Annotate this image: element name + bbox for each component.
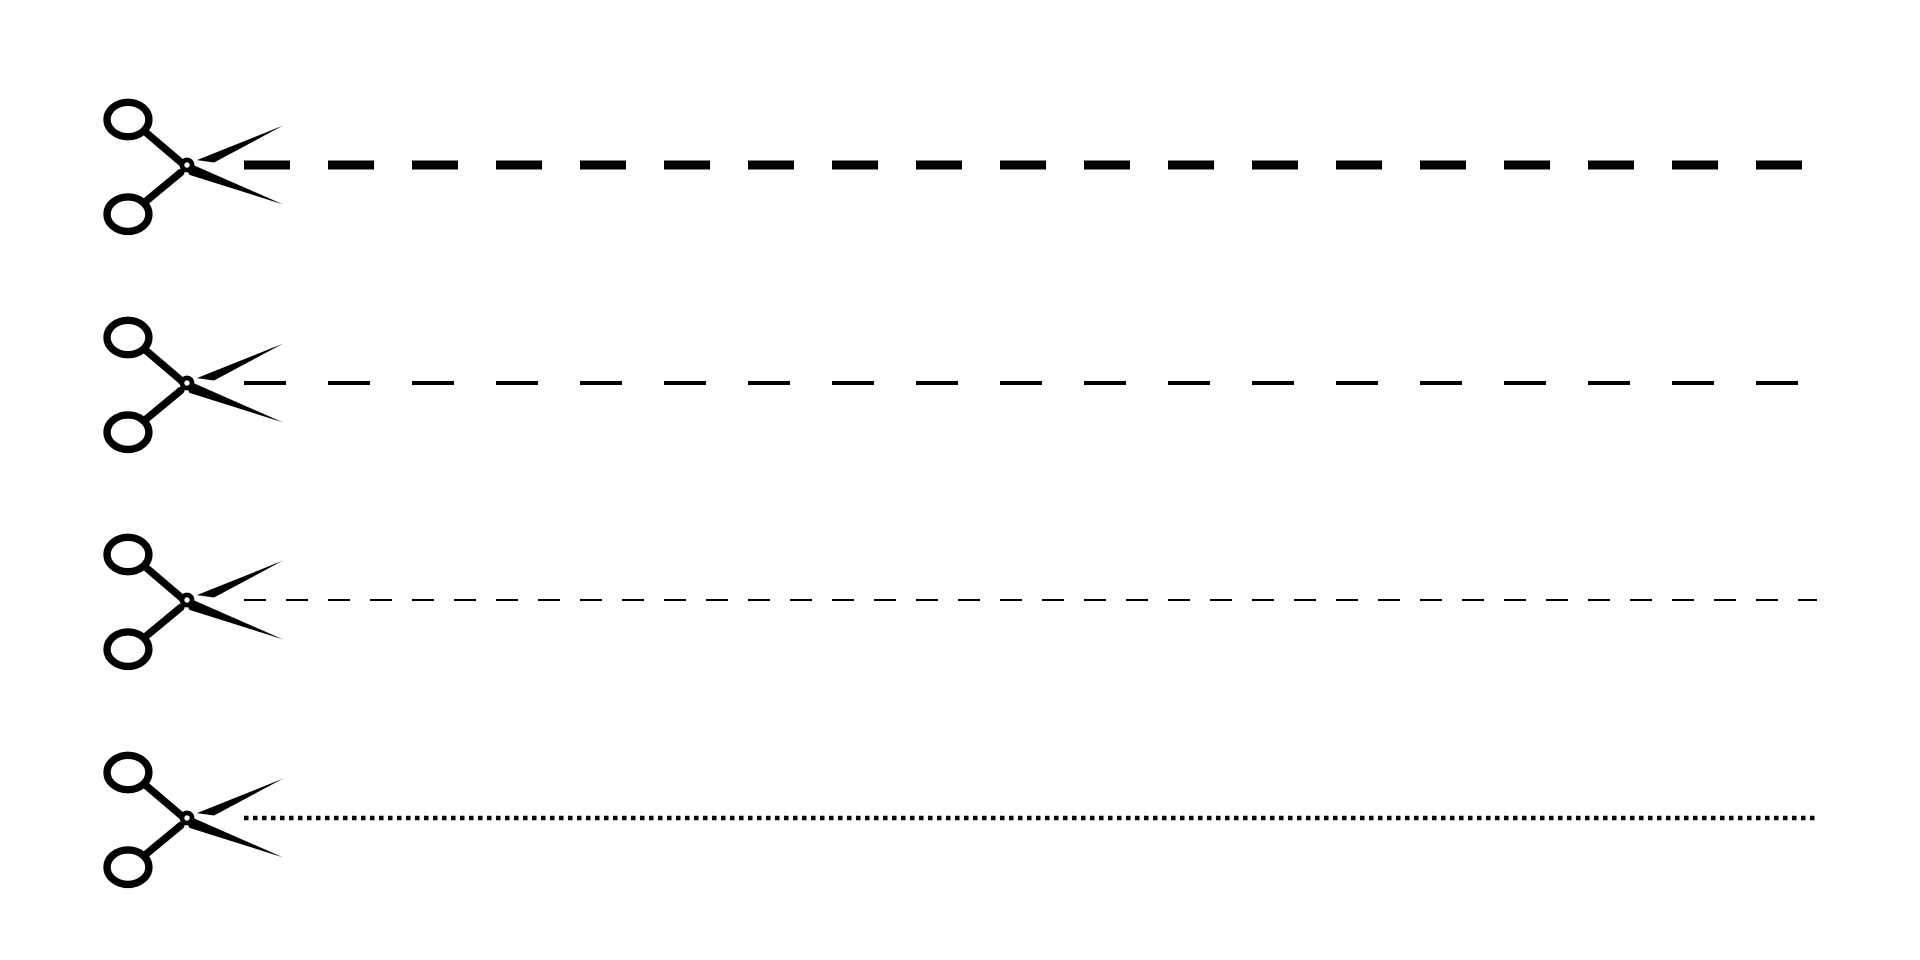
cut-line-row: [107, 537, 1817, 666]
cut-line-row: [107, 320, 1817, 449]
scissors-icon: [107, 537, 283, 666]
cut-line-row: [107, 102, 1817, 231]
cut-line-row: [107, 755, 1817, 884]
